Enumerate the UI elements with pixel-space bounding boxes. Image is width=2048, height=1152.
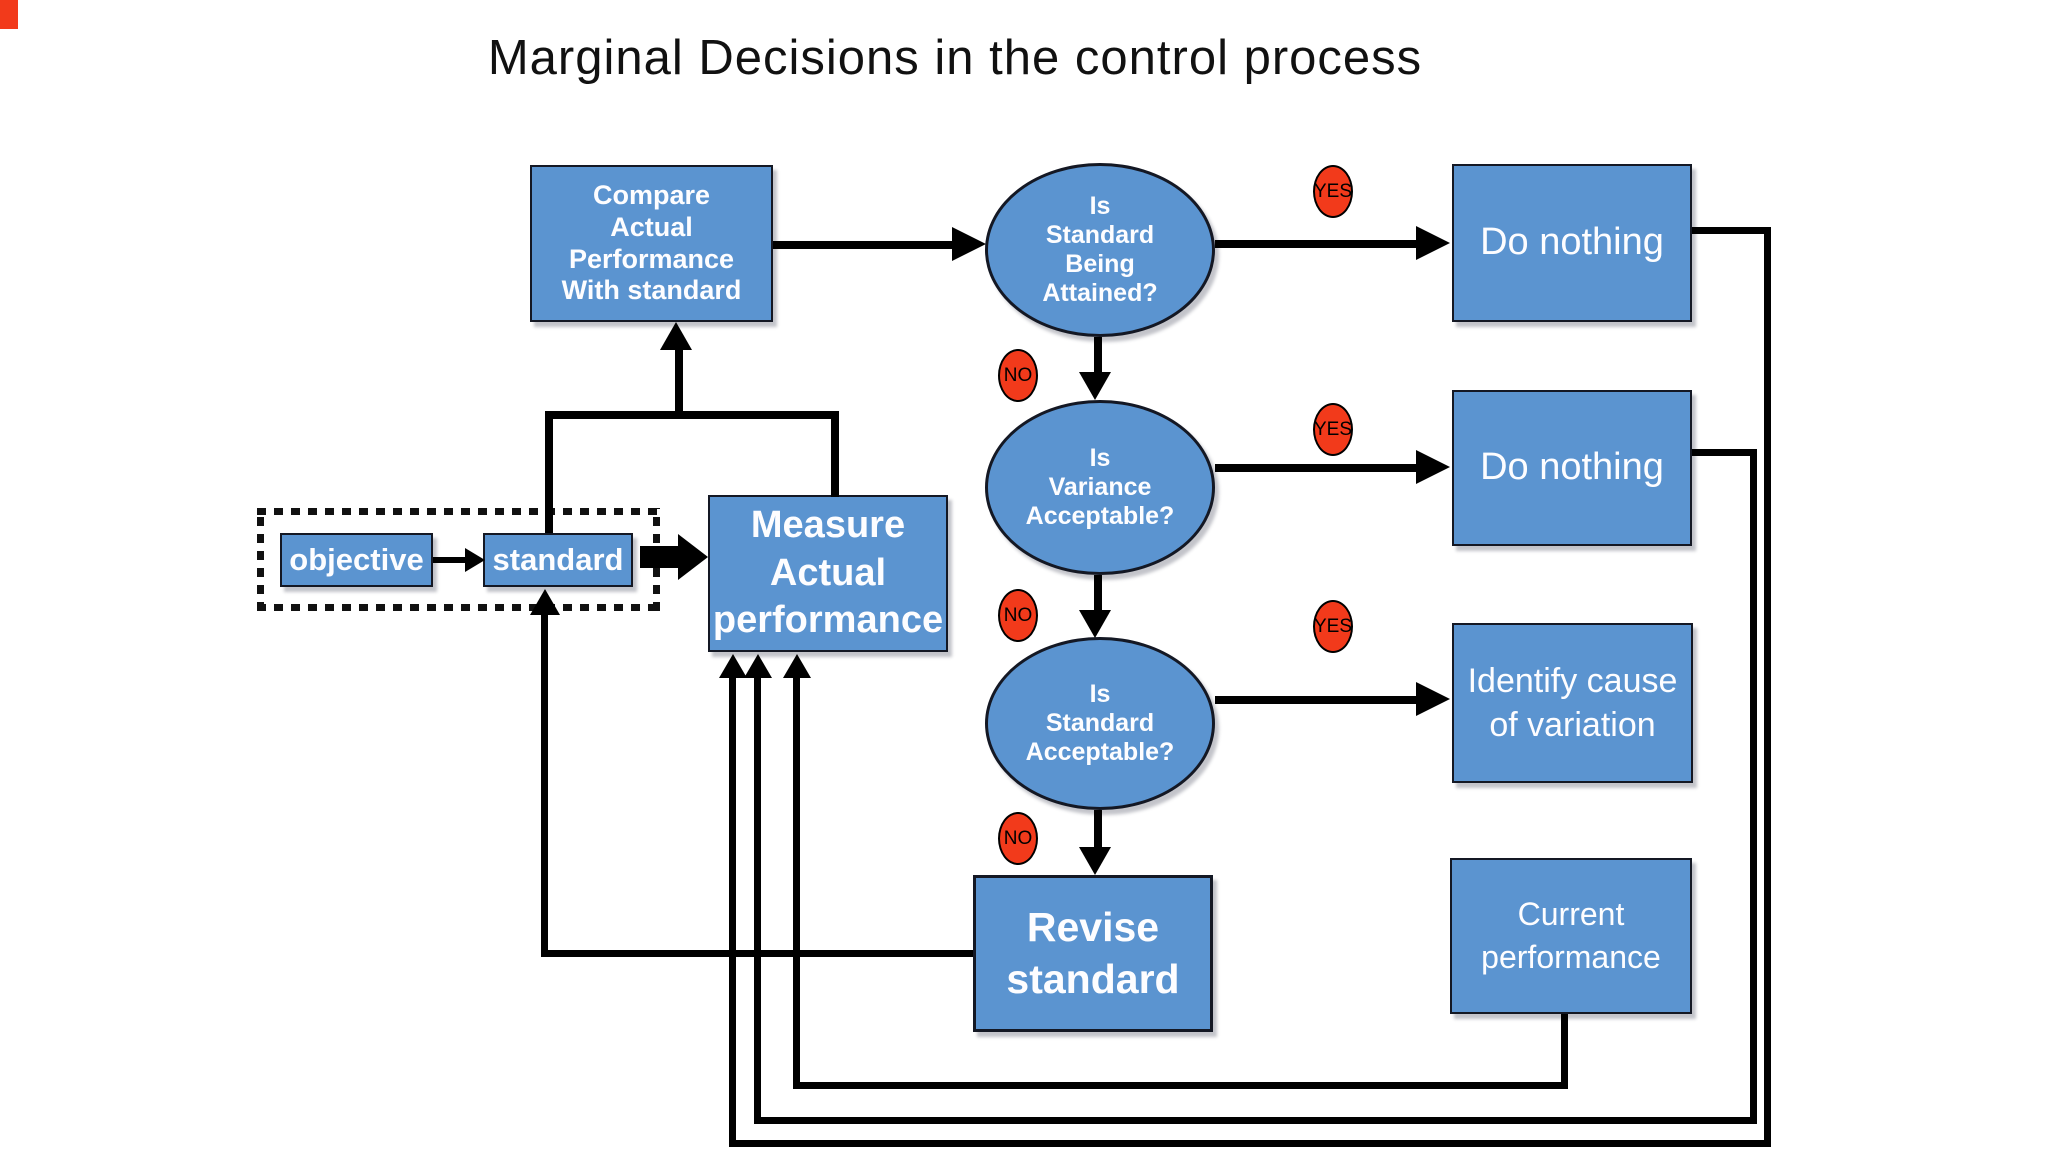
arrowhead-down-icon [1079,372,1111,400]
objective-box: objective [280,533,433,587]
identify-cause-box: Identify cause of variation [1452,623,1693,783]
current-performance-label: Current performance [1481,895,1661,975]
line-feedback3-vertical [793,676,800,1089]
arrow-standard-no [1094,810,1102,849]
arrowhead-up-icon [744,654,772,678]
no-badge-attained: NO [998,349,1038,402]
no-badge-standard: NO [998,812,1038,865]
arrowhead-right-icon [952,227,986,261]
do-nothing-box-mid: Do nothing [1452,390,1692,546]
do-nothing-box-top: Do nothing [1452,164,1692,322]
arrowhead-right-icon [1416,450,1450,484]
do-nothing-top-label: Do nothing [1480,221,1664,264]
decision-variance-acceptable: Is Variance Acceptable? [985,400,1215,575]
no-badge-variance: NO [998,589,1038,642]
arrow-standard-yes [1215,696,1420,704]
arrowhead-down-icon [1079,610,1111,638]
objective-label: objective [289,542,424,578]
arrowhead-up-icon [530,589,560,615]
yes-badge-variance: YES [1313,403,1353,456]
line-donothing-top-vertical [1764,227,1771,1147]
arrow-attained-no [1094,337,1102,374]
line-current-down [1561,1014,1568,1089]
arrow-variance-no [1094,575,1102,612]
arrowhead-up-icon [783,654,811,678]
line-feedback2-vertical [754,676,761,1124]
line-inputs-horizontal [545,411,839,419]
arrow-compare-to-attained [773,241,958,249]
arrow-objective-to-standard [433,557,469,563]
current-performance-box: Current performance [1450,858,1692,1014]
measure-box: Measure Actual performance [708,495,948,652]
arrow-variance-yes [1215,464,1420,472]
arrowhead-up-icon [660,322,692,350]
decision-standard-acceptable-label: Is Standard Acceptable? [1025,679,1175,767]
yes-badge-attained: YES [1313,165,1353,218]
block-arrow-to-measure [640,546,680,568]
measure-label: Measure Actual performance [712,504,944,642]
line-standard-up [545,411,553,533]
decision-variance-acceptable-label: Is Variance Acceptable? [1025,443,1175,531]
arrow-attained-yes [1215,240,1420,248]
line-donothing-top-horizontal [729,1140,1771,1147]
line-current-horizontal [793,1082,1568,1089]
line-revise-feedback-vertical [541,612,548,957]
arrowhead-right-icon [465,548,485,572]
line-donothing-mid-out [1692,449,1757,456]
line-donothing-top-out [1692,227,1771,234]
arrowhead-up-icon [719,654,747,678]
revise-standard-label: Revise standard [1006,904,1180,1002]
decision-standard-attained: Is Standard Being Attained? [985,163,1215,337]
compare-box: Compare Actual Performance With standard [530,165,773,322]
arrowhead-down-icon [1079,847,1111,875]
line-donothing-mid-vertical [1750,449,1757,1124]
arrowhead-right-icon [1416,226,1450,260]
arrowhead-right-icon [678,534,708,580]
page-title: Marginal Decisions in the control proces… [487,31,1423,85]
standard-label: standard [492,542,624,578]
line-donothing-mid-horizontal [754,1117,1757,1124]
arrowhead-right-icon [1416,682,1450,716]
line-junction-to-compare [675,348,683,415]
compare-label: Compare Actual Performance With standard [561,179,742,306]
yes-badge-standard: YES [1313,600,1353,653]
decision-standard-acceptable: Is Standard Acceptable? [985,637,1215,810]
standard-box: standard [483,533,633,587]
line-feedback1-vertical [729,676,736,1147]
decision-standard-attained-label: Is Standard Being Attained? [1042,191,1158,308]
corner-marker [0,0,18,29]
line-measure-up [831,411,839,497]
do-nothing-mid-label: Do nothing [1480,446,1664,489]
identify-cause-label: Identify cause of variation [1467,661,1678,744]
revise-standard-box: Revise standard [973,875,1213,1032]
